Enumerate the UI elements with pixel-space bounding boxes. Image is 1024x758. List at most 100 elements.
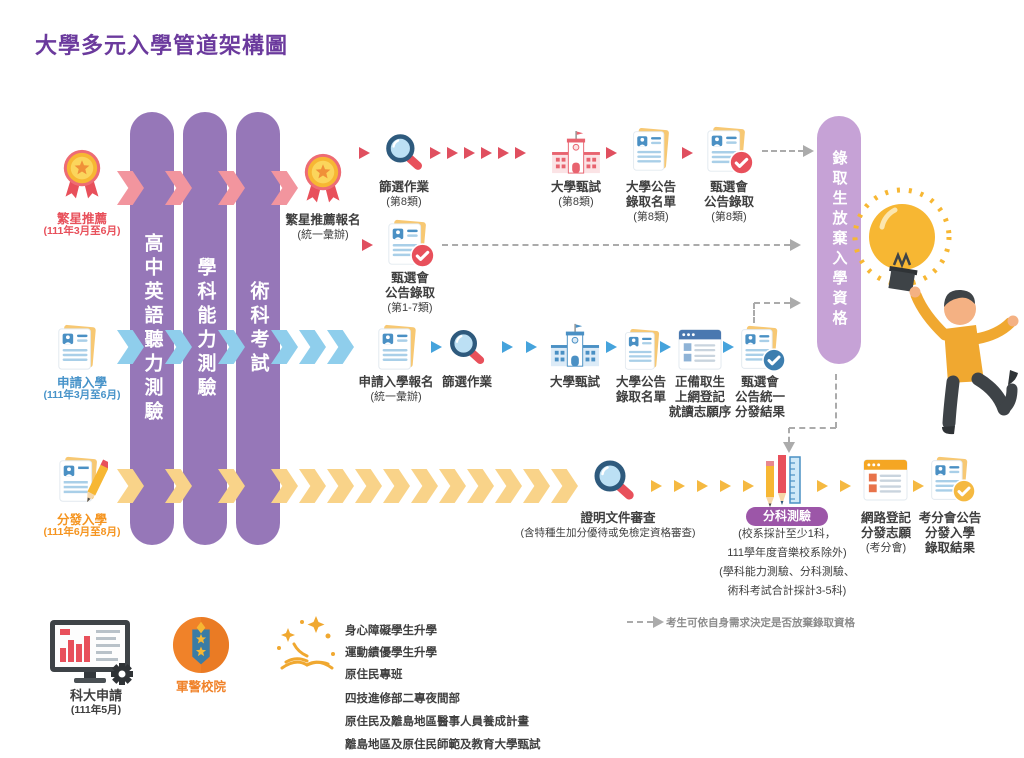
step-label: 錄取名單 — [615, 390, 666, 404]
document-icon — [629, 127, 673, 173]
exam-bar-label: 高中英語聽力測驗 — [141, 232, 163, 425]
step-label: 繁星推薦報名 — [285, 213, 361, 227]
track-star-period: (111年3月至6月) — [43, 225, 121, 237]
arrow — [502, 341, 513, 353]
browser-icon — [678, 327, 722, 371]
step-label: 甄選會 — [741, 375, 779, 389]
step-sublabel: (考分會) — [865, 542, 907, 554]
step-sublabel: (第8類) — [633, 211, 669, 223]
list-item: 原住民及離島地區醫事人員養成計畫 — [345, 716, 529, 728]
step-star-screening: 篩選作業 (第8類) — [362, 180, 446, 210]
step-label: 公告錄取 — [384, 286, 435, 300]
arrow — [720, 480, 731, 492]
chevron-arrow — [299, 330, 326, 364]
step-apply-result: 甄選會 公告統一 分發結果 — [722, 375, 798, 420]
arrow — [430, 147, 441, 159]
step-label: 考分會公告 — [918, 511, 982, 525]
magnifier-icon — [447, 327, 487, 367]
step-star-exam: 大學甄試 (第8類) — [539, 180, 613, 210]
document-pencil-icon — [56, 455, 108, 507]
subject-note: 術科考試合計採計3-5科) — [727, 585, 847, 597]
school-icon — [550, 323, 600, 369]
exam-bar-practical: 術科考試 — [236, 112, 280, 545]
arrow — [660, 341, 671, 353]
tech-apply-period: (111年5月) — [70, 703, 122, 716]
step-star-announce: 大學公告 錄取名單 (第8類) — [611, 180, 691, 225]
exam-bar-label: 學科能力測驗 — [194, 256, 216, 401]
document-icon — [621, 328, 663, 372]
exam-bar-gsat: 學科能力測驗 — [183, 112, 227, 545]
arrow — [743, 480, 754, 492]
document-check-icon — [707, 126, 754, 176]
step-apply-register: 正備取生 上網登記 就讀志願序 — [662, 375, 738, 420]
track-distribute-period: (111年6月至8月) — [43, 526, 121, 538]
step-label: 篩選作業 — [441, 375, 492, 389]
dashed-connector — [788, 428, 790, 442]
track-star-label: 繁星推薦 — [56, 212, 107, 226]
arrowhead — [790, 297, 801, 309]
medal-icon — [56, 147, 108, 203]
list-item: 運動績優學生升學 — [345, 647, 437, 659]
arrow — [913, 480, 924, 492]
arrow — [651, 480, 662, 492]
arrow — [515, 147, 526, 159]
step-label: 分發志願 — [860, 526, 911, 540]
track-apply-label: 申請入學 — [56, 376, 107, 390]
step-apply-exam: 大學甄試 — [538, 375, 612, 390]
step-sublabel: (第1-7類) — [387, 302, 433, 314]
subject-test-notes: (校系採計至少1科， 111學年度音樂校系除外) (學科能力測驗、分科測驗、 術… — [690, 525, 884, 601]
arrowhead — [783, 442, 795, 453]
legend-arrowhead — [653, 616, 664, 628]
step-label: 錄取結果 — [924, 541, 975, 555]
step-apply-signup: 申請入學報名 (統一彙辦) — [348, 375, 444, 405]
step-label: 篩選作業 — [378, 180, 429, 194]
step-sublabel: (第8類) — [711, 211, 747, 223]
dashed-connector — [442, 244, 790, 246]
magnifier-icon — [591, 457, 637, 503]
step-label: 大學甄試 — [549, 375, 600, 389]
arrow — [464, 147, 475, 159]
arrow — [447, 147, 458, 159]
school-icon — [551, 131, 601, 175]
document-icon — [54, 324, 100, 372]
arrow — [723, 341, 734, 353]
step-label: 網路登記 — [860, 511, 911, 525]
page-title: 大學多元入學管道架構圖 — [35, 33, 289, 58]
step-label: 就讀志願序 — [668, 405, 732, 419]
tech-apply-title: 科大申請 — [69, 688, 122, 703]
track-distribute-label: 分發入學 — [56, 513, 107, 527]
step-label: 正備取生 — [674, 375, 725, 389]
step-label: 公告錄取 — [703, 195, 754, 209]
step-label: 甄選會 — [391, 271, 429, 285]
arrow — [682, 147, 693, 159]
step-label: 大學甄試 — [550, 180, 601, 194]
step-label: 申請入學報名 — [358, 375, 434, 389]
monitor-icon — [44, 618, 142, 690]
step-label: 上網登記 — [674, 390, 725, 404]
arrow — [481, 147, 492, 159]
chevron-arrow — [439, 469, 466, 503]
arrow — [840, 480, 851, 492]
arrowhead — [803, 145, 814, 157]
list-item: 四技進修部二專夜間部 — [345, 693, 460, 705]
dashed-connector — [789, 427, 836, 429]
document-icon — [374, 324, 420, 372]
tech-apply-label: 科大申請 (111年5月) — [52, 688, 140, 717]
step-apply-screening: 篩選作業 — [424, 375, 510, 390]
step-dist-result: 考分會公告 分發入學 錄取結果 — [911, 511, 989, 556]
document-check-icon — [741, 325, 786, 373]
legend-dashed-line — [627, 621, 653, 623]
chevron-arrow — [355, 469, 382, 503]
subject-note: (學科能力測驗、分科測驗、 — [719, 566, 855, 578]
legend-text: 考生可依自身需求決定是否放棄錄取資格 — [666, 617, 855, 629]
step-label: 大學公告 — [625, 180, 676, 194]
track-apply-period: (111年3月至6月) — [43, 389, 121, 401]
chevron-arrow — [299, 469, 326, 503]
arrow — [817, 480, 828, 492]
arrow — [606, 147, 617, 159]
magnifier-icon — [383, 131, 425, 173]
step-label: 甄選會 — [710, 180, 748, 194]
arrow — [526, 341, 537, 353]
renounce-bar-label: 錄取生放棄入學資格 — [830, 150, 848, 330]
browser-icon — [863, 457, 908, 502]
